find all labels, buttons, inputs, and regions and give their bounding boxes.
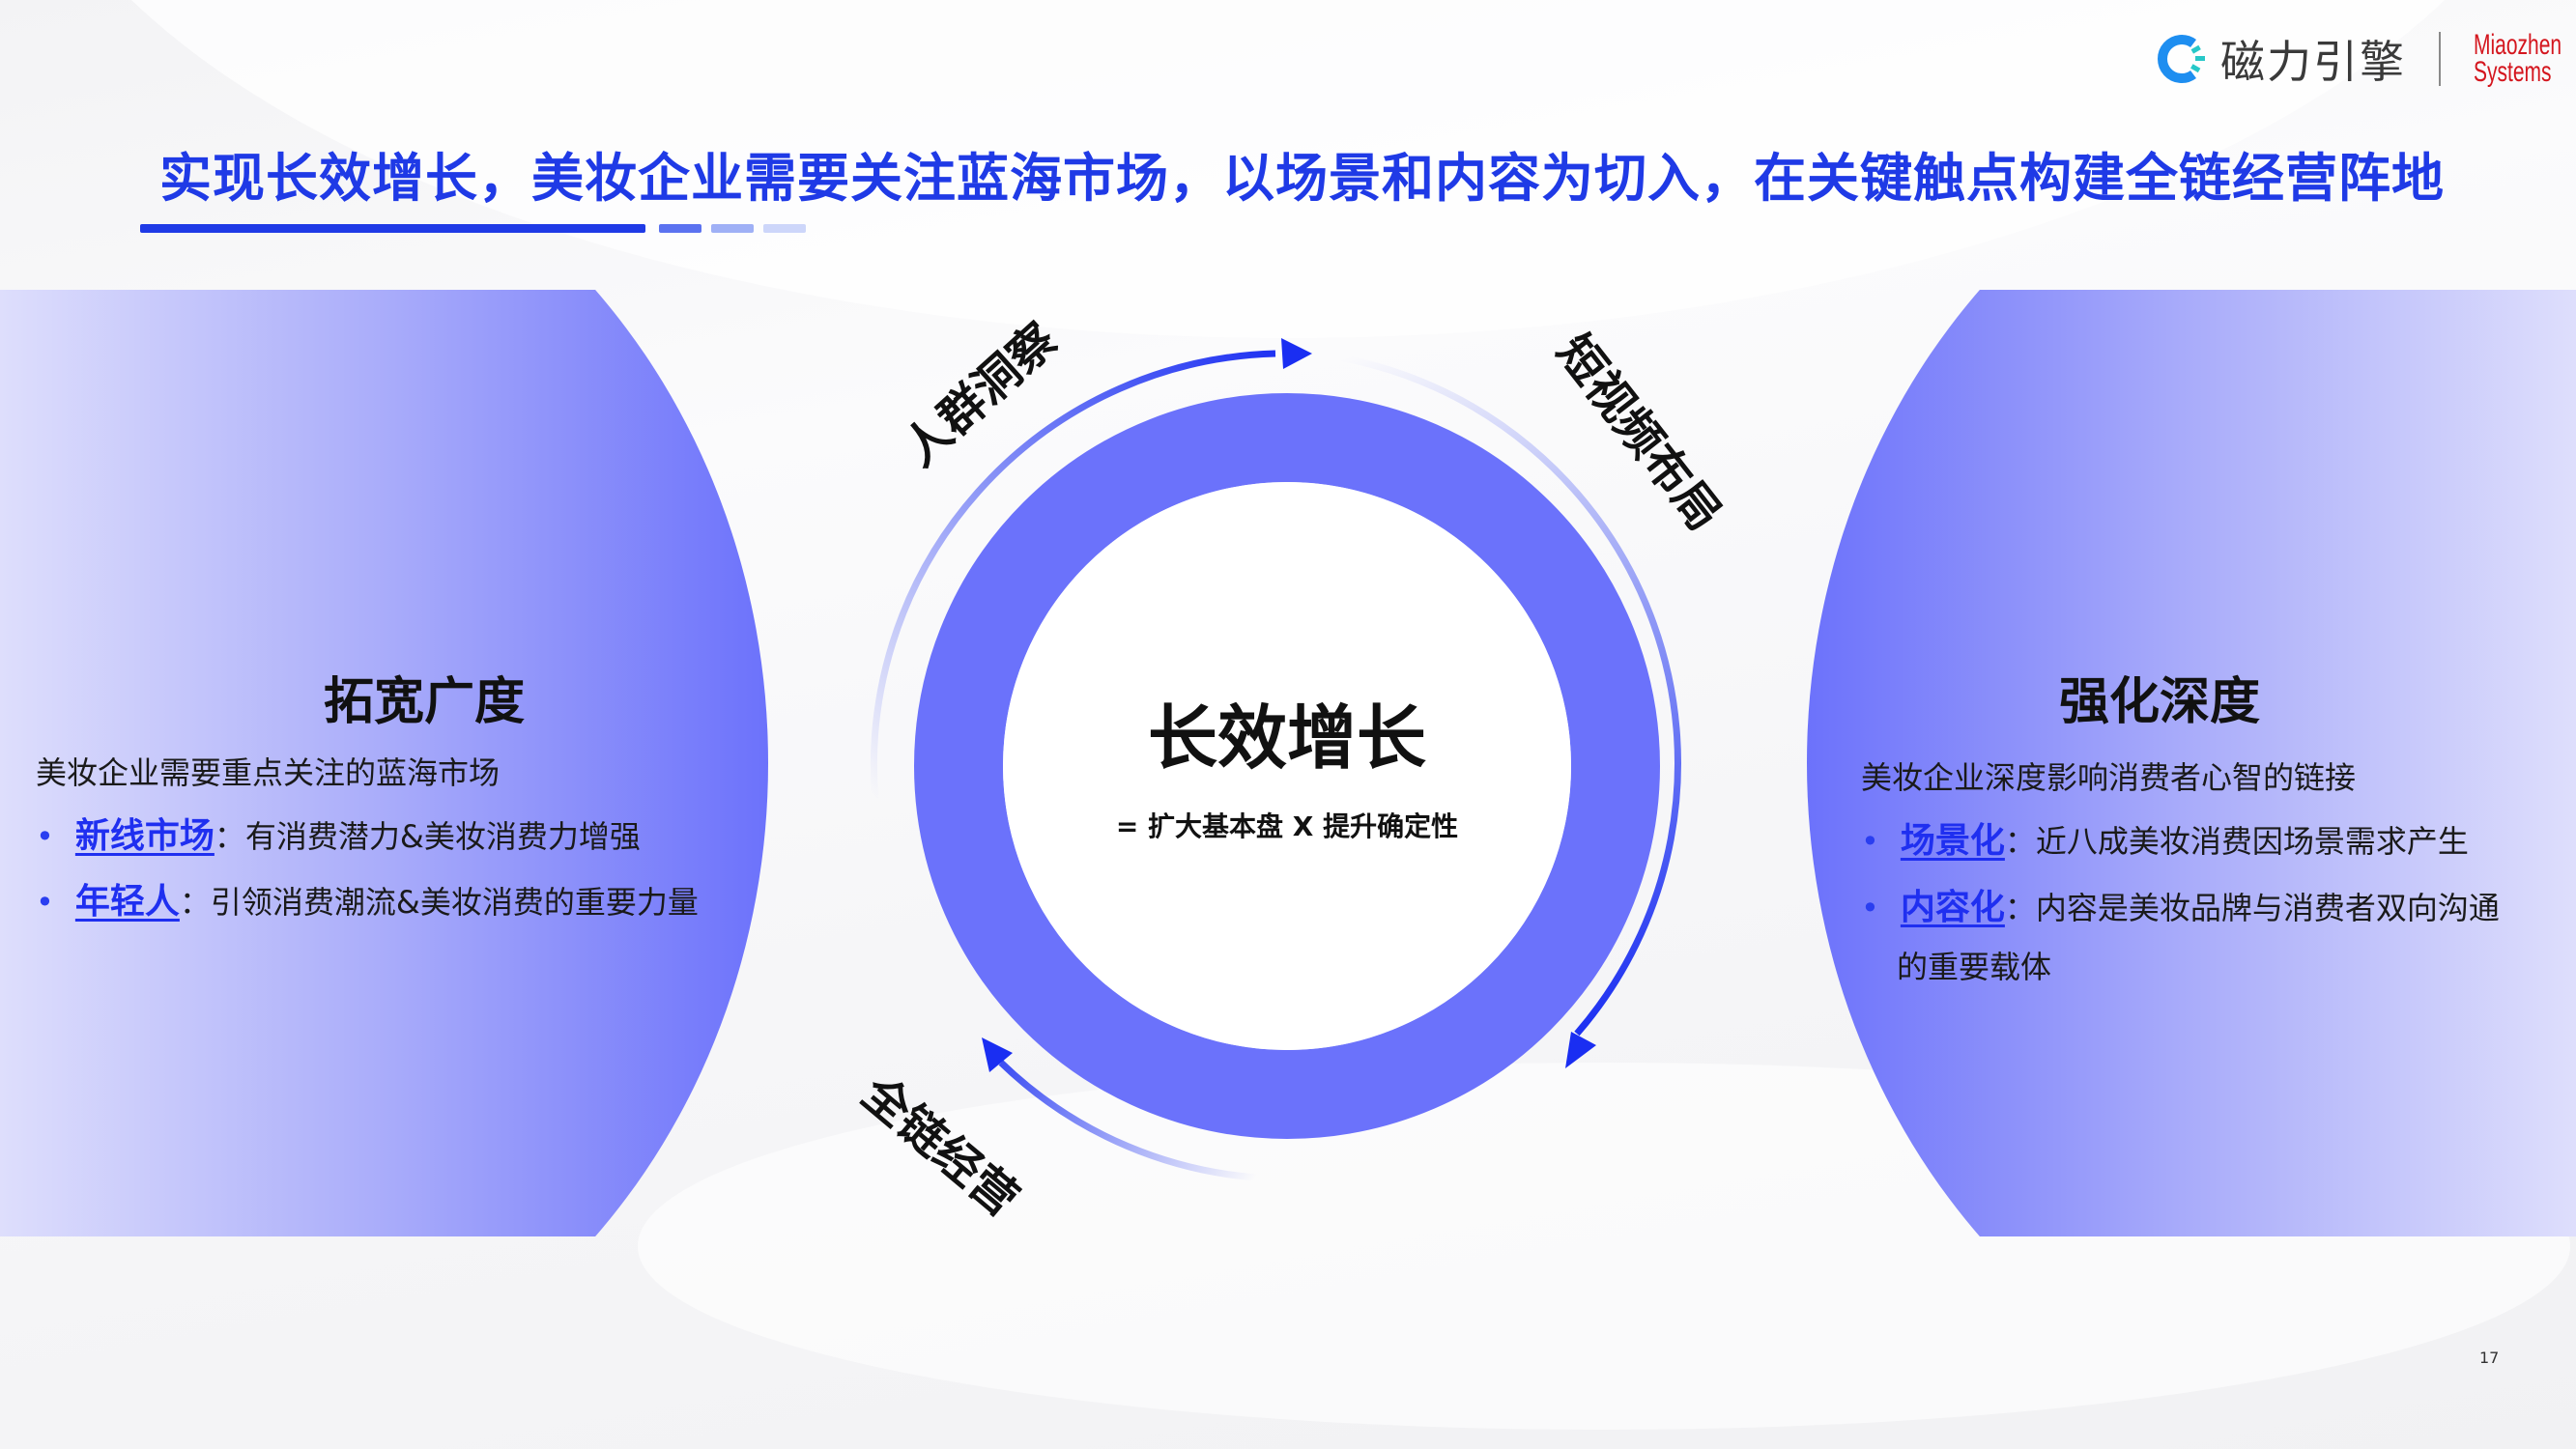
bullet-keyword: 内容化 xyxy=(1900,888,2005,927)
bullet-text: ：近八成美妆消费因场景需求产生 xyxy=(2004,823,2469,860)
cycle-arc-3 xyxy=(998,1060,1276,1182)
logo-divider xyxy=(2439,32,2441,86)
left-heading: 拓宽广度 xyxy=(324,673,526,731)
arrow-head-icon xyxy=(1281,338,1312,369)
right-bullet: • 内容化：内容是美妆品牌与消费者双向沟通 xyxy=(1861,879,2500,929)
left-intro: 美妆企业需要重点关注的蓝海市场 xyxy=(36,754,501,791)
bullet-text: ：引领消费潮流&美妆消费的重要力量 xyxy=(179,884,699,921)
title-underline-dash xyxy=(763,224,806,233)
right-heading: 强化深度 xyxy=(2059,673,2261,731)
center-title: 长效增长 xyxy=(1147,697,1426,779)
bullet-icon: • xyxy=(36,818,54,855)
page-number: 17 xyxy=(2479,1349,2500,1367)
bullet-text: ：有消费潜力&美妆消费力增强 xyxy=(214,818,641,855)
bullet-icon: • xyxy=(36,884,54,921)
title-underline xyxy=(140,224,645,233)
left-panel xyxy=(0,290,773,1236)
left-bullet: • 年轻人：引领消费潮流&美妆消费的重要力量 xyxy=(36,873,699,923)
logo-mark-icon xyxy=(2158,35,2205,83)
left-panel-shape xyxy=(0,290,768,1236)
title-underline-dash xyxy=(711,224,754,233)
right-bullet: • 场景化：近八成美妆消费因场景需求产生 xyxy=(1861,812,2469,863)
right-bullet-continuation: 的重要载体 xyxy=(1897,949,2052,985)
logo-brand-text: 磁力引擎 xyxy=(2220,36,2406,88)
bullet-icon: • xyxy=(1861,823,1879,860)
page-title: 实现长效增长，美妆企业需要关注蓝海市场，以场景和内容为切入，在关键触点构建全链经… xyxy=(159,148,2445,209)
bullet-text: ：内容是美妆品牌与消费者双向沟通 xyxy=(2004,890,2500,926)
cycle-arc-1 xyxy=(870,350,1276,803)
left-bullet: • 新线市场：有消费潜力&美妆消费力增强 xyxy=(36,808,641,858)
logo: 磁力引擎 Miaozhen Systems xyxy=(2155,25,2570,93)
bullet-keyword: 新线市场 xyxy=(74,816,215,856)
growth-ring xyxy=(914,393,1660,1139)
arrow-head-icon xyxy=(982,1037,1013,1072)
bullet-keyword: 年轻人 xyxy=(74,882,180,922)
bullet-keyword: 场景化 xyxy=(1900,821,2005,861)
center-formula: = 扩大基本盘 X 提升确定性 xyxy=(1115,810,1459,842)
bullet-icon: • xyxy=(1861,890,1879,926)
center-disc xyxy=(1003,482,1571,1050)
cycle-arc-2 xyxy=(1332,353,1681,1037)
partner-logo-line2: Systems xyxy=(2474,56,2552,88)
right-intro: 美妆企业深度影响消费者心智的链接 xyxy=(1861,759,2357,796)
title-underline-dash xyxy=(659,224,701,233)
arrow-head-icon xyxy=(1565,1032,1596,1068)
right-panel-shape xyxy=(1807,290,2576,1236)
right-panel xyxy=(1807,290,2576,1236)
